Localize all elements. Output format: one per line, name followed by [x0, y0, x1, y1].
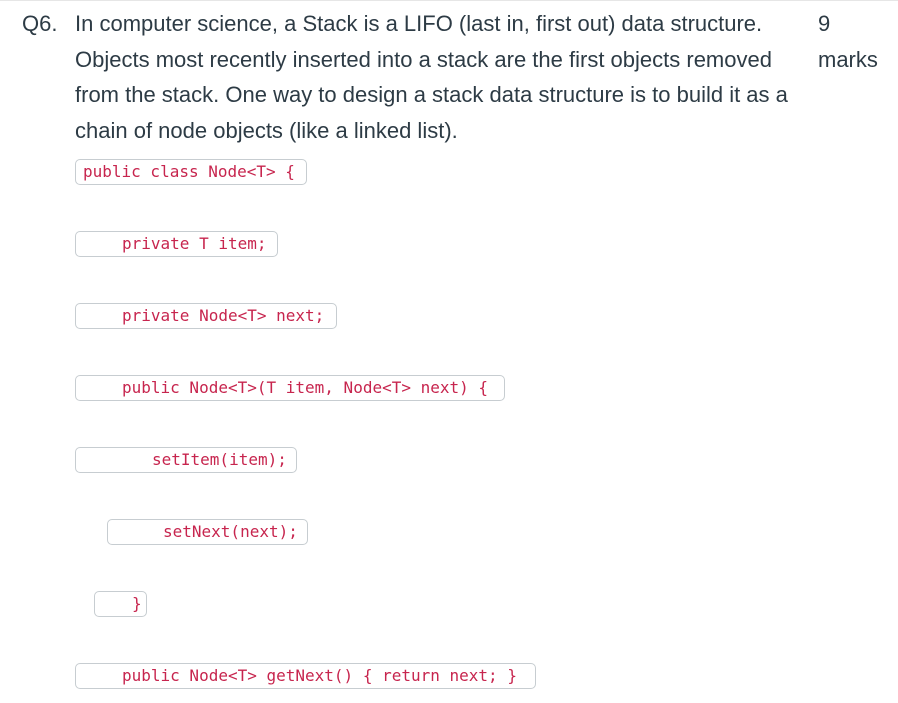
code-line-get-next: public Node<T> getNext() { return next; … — [75, 663, 536, 689]
code-text: public class Node<T> { — [83, 162, 295, 181]
code-line-item-field: private T item; — [75, 231, 278, 257]
marks-value: 9 — [818, 11, 831, 36]
code-line-constructor: public Node<T>(T item, Node<T> next) { — [75, 375, 505, 401]
code-line-next-field: private Node<T> next; — [75, 303, 337, 329]
question-number: Q6. — [22, 11, 58, 36]
code-line-class-declaration: public class Node<T> { — [75, 159, 307, 185]
code-line-set-next: setNext(next); — [107, 519, 308, 545]
code-line-set-item: setItem(item); — [75, 447, 297, 473]
code-text: setNext(next); — [163, 522, 298, 541]
code-text: private Node<T> next; — [122, 306, 325, 325]
code-text: } — [132, 594, 142, 613]
code-text: private T item; — [122, 234, 267, 253]
code-text: public Node<T>(T item, Node<T> next) { — [122, 378, 489, 397]
code-text: public Node<T> getNext() { return next; … — [122, 666, 517, 685]
question-text: In computer science, a Stack is a LIFO (… — [75, 11, 788, 143]
marks-label: marks — [818, 46, 878, 72]
top-divider — [0, 0, 898, 1]
code-text: setItem(item); — [152, 450, 287, 469]
code-line-closing-brace: } — [94, 591, 147, 617]
question-marks: 9 marks — [818, 6, 898, 77]
